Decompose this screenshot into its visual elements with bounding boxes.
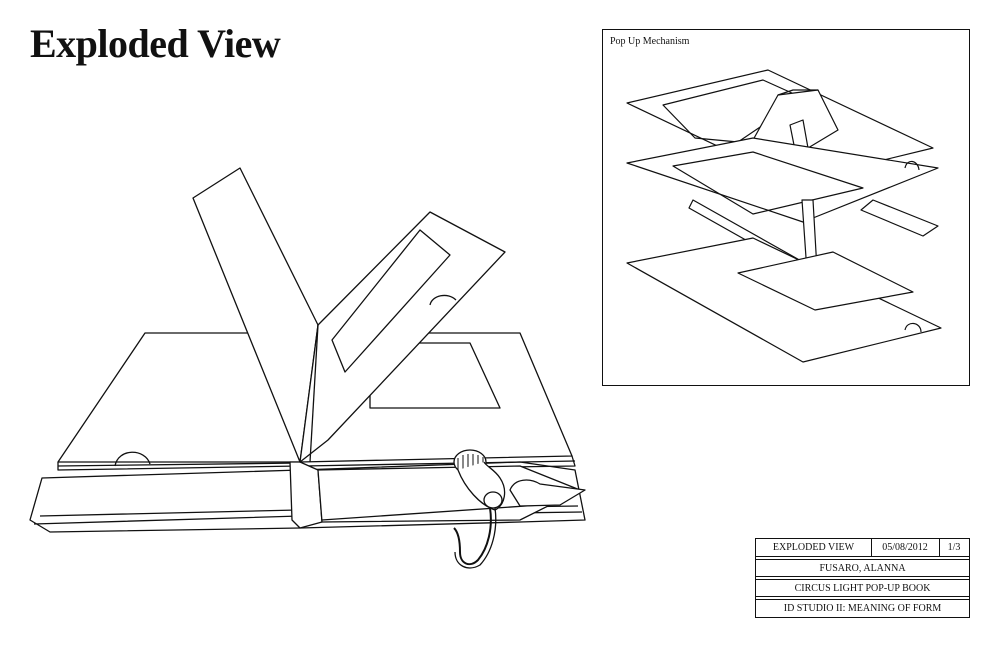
title-block-row-3: CIRCUS LIGHT POP-UP BOOK — [756, 579, 969, 597]
bulb-cord — [453, 507, 492, 566]
popup-window — [331, 229, 451, 373]
title-block-row-1: EXPLODED VIEW 05/08/2012 1/3 — [756, 539, 969, 557]
title-block-row-4: ID STUDIO II: MEANING OF FORM — [756, 599, 969, 617]
bulb-cord-inner — [454, 507, 497, 569]
bottom-layer-tab — [737, 251, 914, 311]
right-body-fold — [321, 504, 541, 521]
right-page-edge-2 — [303, 460, 576, 467]
popup-right-panel — [299, 211, 506, 463]
bottom-notch — [904, 322, 922, 333]
raised-block-face — [777, 89, 818, 96]
popup-notch — [429, 294, 457, 306]
right-flap — [509, 479, 586, 507]
page-title: Exploded View — [30, 21, 281, 66]
title-block-row-2: FUSARO, ALANNA — [756, 559, 969, 577]
pop-up-mechanism-inset: Pop Up Mechanism — [602, 29, 970, 386]
mechanism-drawing — [626, 69, 942, 363]
strut-right — [860, 199, 939, 237]
bulb-ridges — [457, 454, 484, 473]
middle-layer — [626, 137, 939, 223]
popup-panel-crease — [309, 324, 319, 463]
left-page-edge-2 — [57, 462, 301, 467]
bottom-layer — [626, 237, 942, 363]
title-block-project: CIRCUS LIGHT POP-UP BOOK — [794, 583, 931, 594]
middle-notch — [904, 160, 920, 171]
bulb-end — [483, 491, 503, 509]
inset-label: Pop Up Mechanism — [610, 36, 690, 47]
left-notch — [114, 451, 151, 467]
book-spine — [289, 461, 323, 529]
title-block-author: FUSARO, ALANNA — [819, 563, 906, 574]
title-block-date: 05/08/2012 — [871, 539, 940, 556]
title-block-sheet: 1/3 — [947, 542, 961, 553]
title-block: EXPLODED VIEW 05/08/2012 1/3 FUSARO, ALA… — [755, 538, 970, 618]
title-block-course: ID STUDIO II: MEANING OF FORM — [783, 603, 942, 614]
middle-layer-window — [672, 151, 864, 215]
title-block-view: EXPLODED VIEW — [756, 539, 872, 556]
